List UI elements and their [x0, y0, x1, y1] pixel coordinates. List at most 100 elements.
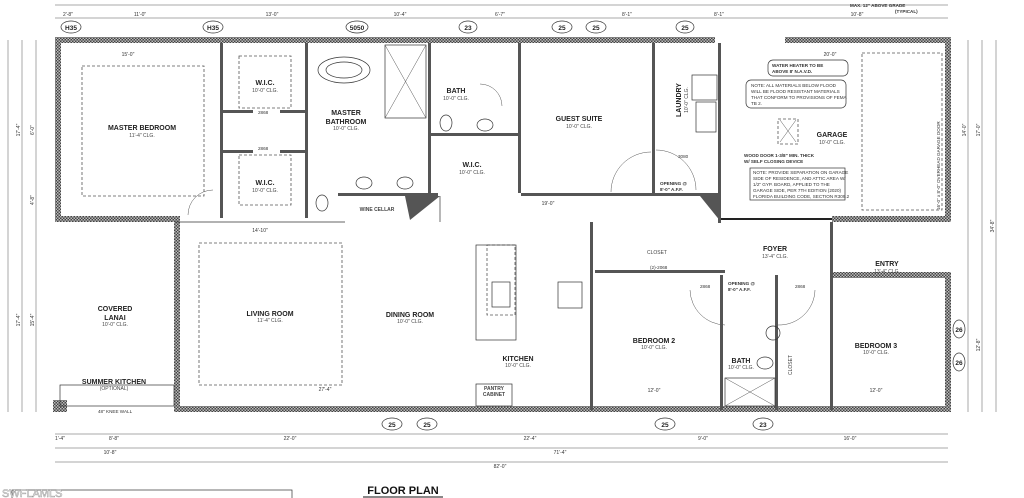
svg-text:10'-0" CLG.: 10'-0" CLG. [459, 170, 485, 176]
room-wine-cellar: WINE CELLAR [360, 207, 395, 213]
svg-text:17'-0": 17'-0" [976, 123, 982, 136]
svg-text:H35: H35 [207, 25, 219, 32]
window-tag: 23 [458, 20, 478, 34]
window-tag: 26 [952, 319, 966, 339]
room-wic-1: W.I.C.10'-0" CLG. [252, 80, 278, 94]
svg-text:26: 26 [955, 360, 963, 367]
window-tag: 5050 [345, 20, 369, 34]
svg-text:13'-4" CLG.: 13'-4" CLG. [874, 269, 900, 275]
svg-text:10'-0" CLG.: 10'-0" CLG. [728, 365, 754, 371]
dim-label: 19'-0" [542, 201, 555, 207]
window-tag: H35 [202, 20, 224, 34]
svg-text:LIVING ROOM: LIVING ROOM [246, 311, 293, 318]
room-wic-3: W.I.C.10'-0" CLG. [459, 162, 485, 176]
window-tag: 23 [752, 417, 774, 431]
svg-text:25: 25 [558, 25, 566, 32]
svg-text:2868: 2868 [795, 284, 806, 289]
dim-label: 22'-0" [284, 436, 297, 442]
svg-text:4'-8": 4'-8" [30, 195, 36, 205]
svg-text:34'-8": 34'-8" [990, 219, 996, 232]
room-wic-2: W.I.C.10'-0" CLG. [252, 180, 278, 194]
svg-text:W.I.C.: W.I.C. [462, 162, 481, 169]
svg-text:16'-0" x 8'-0" OVERHEAD GARAGE: 16'-0" x 8'-0" OVERHEAD GARAGE DOOR [936, 121, 941, 210]
toilet-icon [756, 356, 774, 370]
svg-text:10'-0" CLG.: 10'-0" CLG. [333, 126, 359, 132]
svg-text:23: 23 [759, 422, 767, 429]
svg-text:WATER HEATER TO BE: WATER HEATER TO BE [772, 63, 823, 68]
window-tag: 25 [585, 20, 607, 34]
svg-text:14'-0": 14'-0" [962, 123, 968, 136]
dim-label: 10'-8" [851, 12, 864, 18]
window-tag: 25 [654, 417, 676, 431]
svg-text:LANAI: LANAI [104, 315, 125, 322]
svg-text:PANTRY: PANTRY [484, 386, 505, 392]
svg-text:(TYPICAL): (TYPICAL) [895, 9, 918, 14]
svg-text:10'-0" CLG.: 10'-0" CLG. [684, 87, 690, 113]
svg-text:BEDROOM 2: BEDROOM 2 [633, 338, 676, 345]
svg-text:SUMMER KITCHEN: SUMMER KITCHEN [82, 379, 146, 386]
dim-label: 71'-4" [554, 450, 567, 456]
svg-text:OPENING @: OPENING @ [728, 281, 755, 286]
svg-text:8'-0" A.F.F.: 8'-0" A.F.F. [660, 187, 683, 192]
svg-text:MASTER: MASTER [331, 110, 361, 117]
svg-text:FOYER: FOYER [763, 246, 787, 253]
svg-text:10'-0" CLG.: 10'-0" CLG. [252, 88, 278, 94]
room-bedroom-2: BEDROOM 210'-0" CLG. [633, 338, 676, 351]
side-dimensions: 17'-4" 6'-0" 4'-8" 17'-4" 15'-4" 17'-0" … [16, 123, 996, 351]
dimension-lines [7, 4, 997, 463]
dim-label: 8'-1" [622, 12, 632, 18]
toilet-icon [439, 114, 453, 132]
window-tag: H35 [60, 20, 82, 34]
svg-text:H35: H35 [65, 25, 77, 32]
svg-text:BEDROOM 3: BEDROOM 3 [855, 343, 898, 350]
svg-text:10'-0" CLG.: 10'-0" CLG. [397, 319, 423, 325]
dim-label: 10'-8" [104, 450, 117, 456]
fixtures [59, 44, 816, 407]
dim-label: 12'-0" [870, 388, 883, 394]
summer-kitchen-counter [59, 384, 175, 407]
svg-text:17'-4": 17'-4" [16, 313, 22, 326]
svg-text:DINING ROOM: DINING ROOM [386, 312, 434, 319]
pantry-cabinet [475, 383, 513, 407]
washer-icon [691, 74, 718, 101]
svg-text:25: 25 [681, 25, 689, 32]
svg-text:2868: 2868 [700, 284, 711, 289]
dim-label: 9'-0" [698, 436, 708, 442]
svg-text:(OPTIONAL): (OPTIONAL) [100, 386, 129, 392]
svg-text:25: 25 [423, 422, 431, 429]
svg-text:W.I.C.: W.I.C. [255, 180, 274, 187]
svg-text:CABINET: CABINET [483, 392, 505, 398]
svg-text:WOOD DOOR 1-3/8" MIN. THICK: WOOD DOOR 1-3/8" MIN. THICK [744, 153, 815, 158]
svg-text:BATH: BATH [447, 88, 466, 95]
svg-text:10'-0" CLG.: 10'-0" CLG. [819, 140, 845, 146]
svg-text:2868: 2868 [258, 146, 269, 151]
svg-text:NOTE: PROVIDE SEPARATION ON GA: NOTE: PROVIDE SEPARATION ON GARAGE [753, 170, 848, 175]
top-dimensions: 2'-8" 11'-0" 13'-0" 10'-4" 6'-7" 8'-1" 8… [63, 12, 864, 18]
svg-text:FLORIDA BUILDING CODE, SECTION: FLORIDA BUILDING CODE, SECTION R309.2 [753, 194, 850, 199]
sink-icon [765, 325, 781, 341]
shower-icon [384, 44, 427, 119]
svg-text:GARAGE: GARAGE [817, 132, 848, 139]
sink-icon [396, 176, 414, 190]
dim-label: 16'-0" [844, 436, 857, 442]
svg-text:W/ SELF CLOSING DEVICE: W/ SELF CLOSING DEVICE [744, 159, 803, 164]
svg-text:SIDE OF RESIDENCE, AND ATTIC A: SIDE OF RESIDENCE, AND ATTIC AREA W/ [753, 176, 846, 181]
svg-text:10'-0" CLG.: 10'-0" CLG. [641, 345, 667, 351]
dim-label: 22'-4" [524, 436, 537, 442]
svg-text:GARAGE SIDE, PER 7TH EDITION (: GARAGE SIDE, PER 7TH EDITION (2020) [753, 188, 842, 193]
svg-text:ABOVE 8' N.A.V.D.: ABOVE 8' N.A.V.D. [772, 69, 812, 74]
svg-text:LAUNDRY: LAUNDRY [676, 83, 683, 117]
exterior-walls [53, 37, 951, 412]
dim-label: 10'-4" [394, 12, 407, 18]
svg-text:BATH: BATH [732, 358, 751, 365]
svg-text:25: 25 [592, 25, 600, 32]
svg-text:GUEST SUITE: GUEST SUITE [556, 116, 603, 123]
